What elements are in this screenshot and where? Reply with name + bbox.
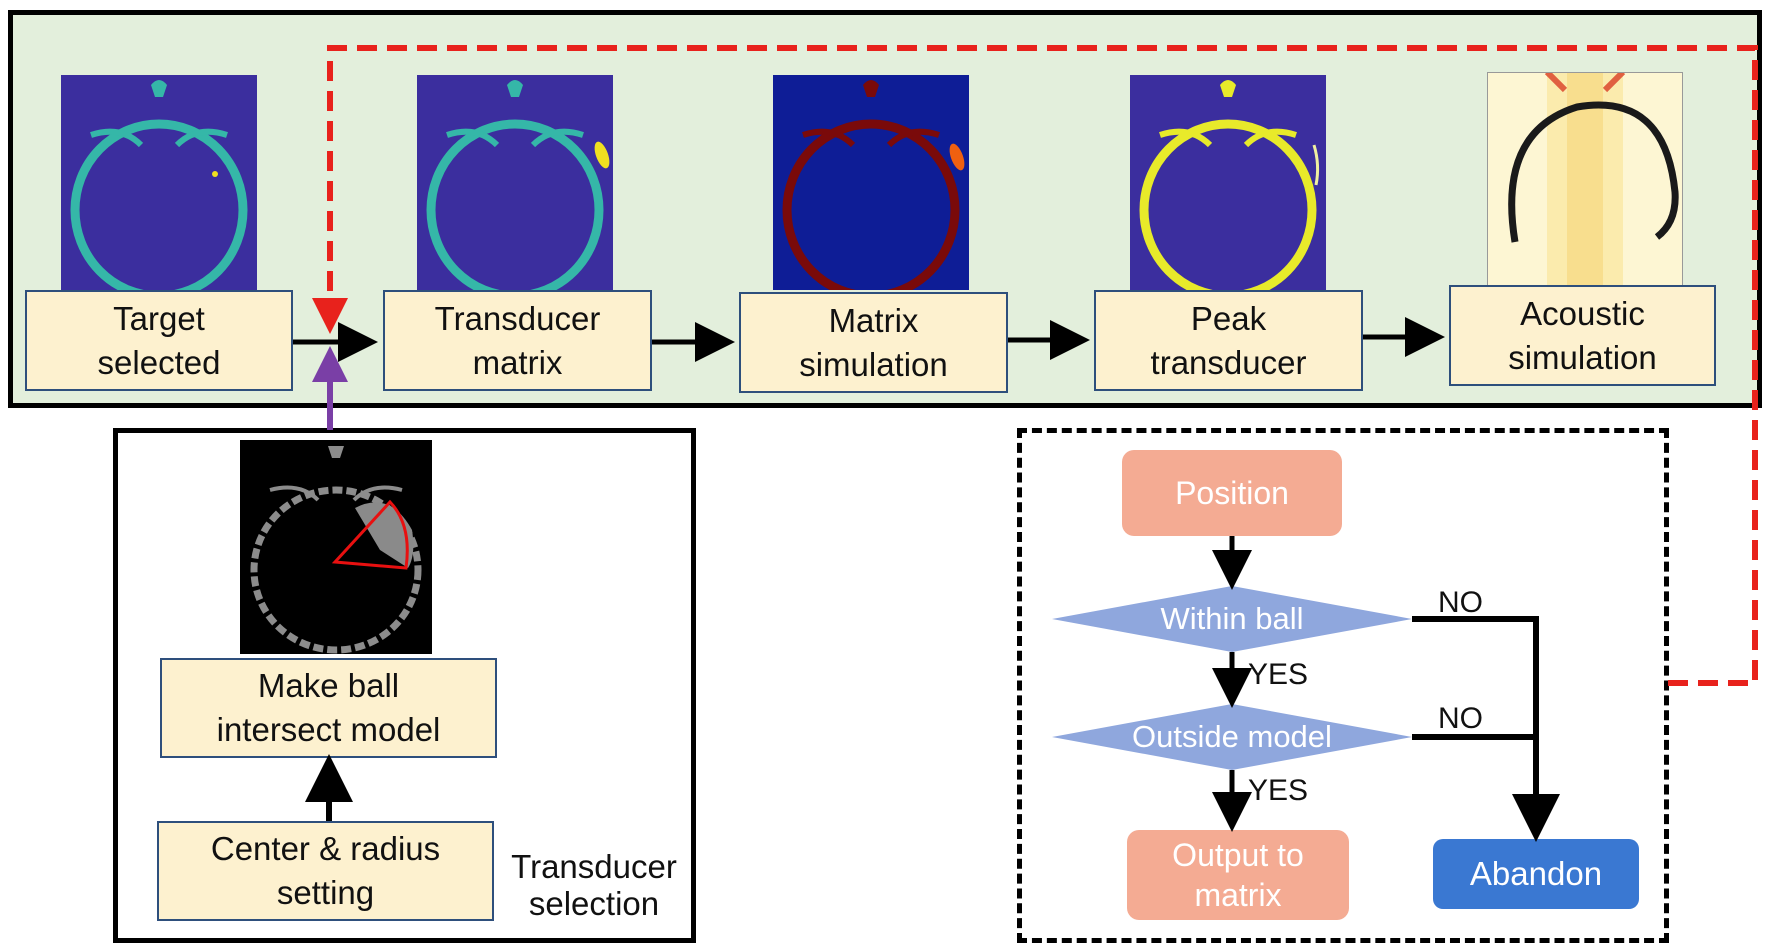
ball-intersect-image [240,440,432,654]
step-label-line2: selected [97,343,221,381]
transducer-matrix-image [417,75,613,290]
target-selected-image [61,75,257,290]
step-make-ball-intersect: Make ball intersect model [160,658,497,758]
step-target-selected: Target selected [25,290,293,391]
step-label-line2: setting [276,874,375,911]
output-to-matrix-box: Output to matrix [1127,830,1349,920]
step-label-line2: transducer [1150,343,1307,381]
step-center-radius-setting: Center & radius setting [157,821,494,921]
outside-model-diamond [1052,704,1412,770]
panel-label-line2: selection [528,885,660,922]
transducer-selection-label: Transducer selection [497,848,691,922]
step-label-line2: simulation [1508,338,1657,376]
outside-model-label: Outside model [1100,716,1364,758]
position-box: Position [1122,450,1342,536]
step-label-line1: Center & radius [210,830,441,867]
step-label-line2: matrix [472,343,563,381]
step-matrix-simulation: Matrix simulation [739,292,1008,393]
step-label-line1: Matrix [828,301,919,339]
feedback-dashed-arrow [312,45,1758,686]
abandon-box: Abandon [1433,839,1639,909]
no-branch-within [1412,616,1560,842]
step-label-line1: Transducer [434,299,601,337]
within-ball-label: Within ball [1120,598,1344,640]
step-label-line1: Target [113,299,205,337]
step-label-line1: Peak [1190,299,1267,337]
panel-label-line1: Transducer [511,848,677,885]
within-ball-text: Within ball [1160,601,1304,636]
yes-label-2: YES [1248,774,1309,807]
output-label-line1: Output to [1172,837,1304,873]
step-label-line2: simulation [799,345,948,383]
no-label-2: NO [1438,702,1483,735]
acoustic-simulation-image [1487,72,1683,287]
step-acoustic-simulation: Acoustic simulation [1449,285,1716,386]
matrix-simulation-image [773,75,969,290]
step-peak-transducer: Peak transducer [1094,290,1363,391]
abandon-label: Abandon [1469,855,1603,892]
no-label-1: NO [1438,586,1483,619]
outside-model-text: Outside model [1132,719,1332,754]
step-label-line1: Make ball [257,667,400,704]
peak-transducer-image [1130,75,1326,290]
position-label: Position [1175,475,1289,511]
output-label-line2: matrix [1194,877,1282,913]
within-ball-diamond [1052,586,1412,652]
step-label-line2: intersect model [216,711,441,748]
step-label-line1: Acoustic [1520,294,1645,332]
step-transducer-matrix: Transducer matrix [383,290,652,391]
yes-label-1: YES [1248,658,1309,691]
